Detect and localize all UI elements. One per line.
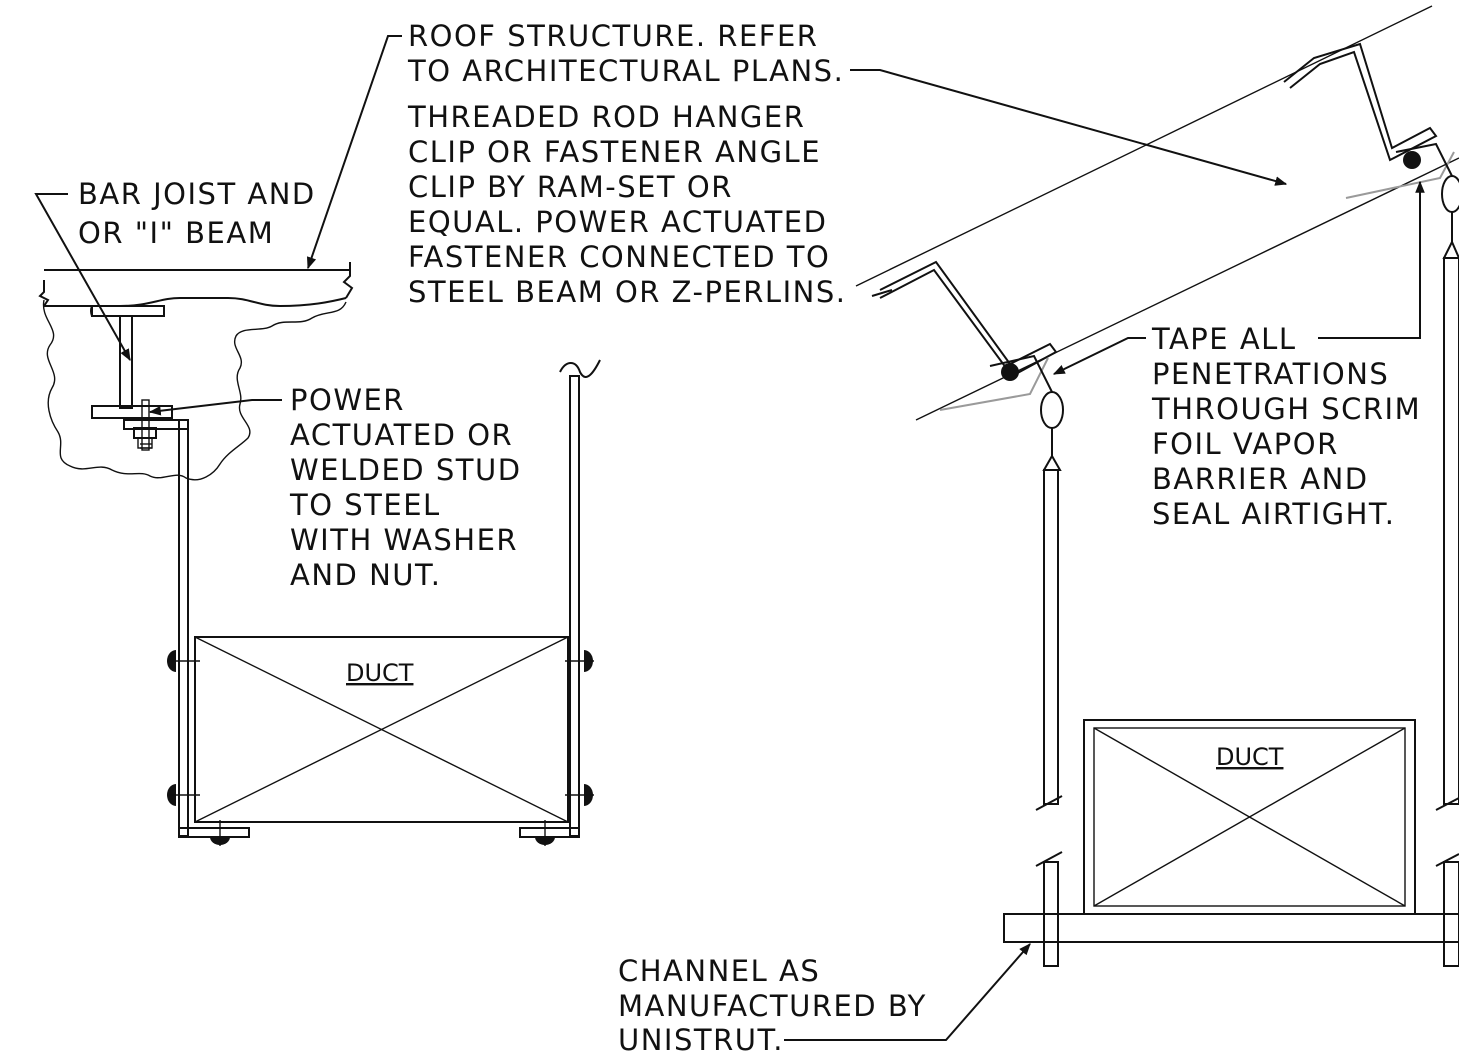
hanger-clip-upper	[1395, 142, 1453, 177]
note-hanger-clip: THREADED ROD HANGER CLIP OR FASTENER ANG…	[407, 100, 846, 309]
threaded-rod-left	[1035, 428, 1063, 967]
svg-text:SEAL AIRTIGHT.: SEAL AIRTIGHT.	[1152, 497, 1395, 531]
note-unistrut-channel: CHANNEL AS MANUFACTURED BY UNISTRUT.	[618, 954, 927, 1051]
roof-deck-slab	[38, 262, 354, 308]
fastener-leader	[871, 289, 893, 297]
note-roof-structure: ROOF STRUCTURE. REFER TO ARCHITECTURAL P…	[407, 19, 844, 88]
svg-text:EQUAL. POWER ACTUATED: EQUAL. POWER ACTUATED	[408, 205, 827, 239]
roof-structure-leader-right	[850, 69, 1288, 186]
right-duct	[1083, 719, 1416, 915]
svg-text:THROUGH SCRIM: THROUGH SCRIM	[1151, 392, 1421, 426]
svg-text:CLIP BY RAM-SET OR: CLIP BY RAM-SET OR	[408, 170, 733, 204]
svg-text:AND NUT.: AND NUT.	[290, 558, 442, 592]
structure-cloud-outline	[42, 299, 347, 481]
note-bar-joist: BAR JOIST AND OR "I" BEAM	[78, 177, 316, 250]
welded-stud-with-nut	[133, 399, 157, 451]
rod-eye-right	[1441, 175, 1459, 213]
support-strap	[123, 359, 601, 838]
svg-text:BARRIER AND: BARRIER AND	[1152, 462, 1369, 496]
bar-joist-leader	[34, 193, 131, 362]
svg-text:ROOF STRUCTURE. REFER: ROOF STRUCTURE. REFER	[408, 19, 818, 53]
svg-text:OR "I" BEAM: OR "I" BEAM	[78, 216, 274, 250]
i-beam	[90, 305, 173, 419]
rod-eye-left	[1040, 391, 1064, 429]
tape-leader-lower	[1052, 337, 1146, 375]
right-detail: DUCT	[784, 5, 1459, 1041]
hanger-clip-lower	[989, 354, 1053, 393]
svg-text:TO STEEL: TO STEEL	[289, 488, 441, 522]
svg-text:FASTENER CONNECTED TO: FASTENER CONNECTED TO	[408, 240, 830, 274]
z-purlin-upper	[1283, 42, 1438, 162]
unistrut-channel	[1003, 913, 1459, 943]
svg-text:THREADED ROD HANGER: THREADED ROD HANGER	[407, 100, 805, 134]
threaded-rod-right	[1435, 212, 1459, 967]
svg-text:FOIL VAPOR: FOIL VAPOR	[1152, 427, 1339, 461]
roof-top-line	[855, 5, 1433, 287]
svg-text:TAPE ALL: TAPE ALL	[1151, 322, 1296, 356]
svg-text:ACTUATED OR: ACTUATED OR	[290, 418, 513, 452]
z-purlin-lower	[879, 260, 1058, 378]
svg-text:CHANNEL AS: CHANNEL AS	[618, 954, 820, 988]
svg-text:BAR JOIST AND: BAR JOIST AND	[78, 177, 316, 211]
svg-text:PENETRATIONS: PENETRATIONS	[1152, 357, 1389, 391]
right-duct-label: DUCT	[1216, 743, 1284, 771]
channel-leader	[784, 943, 1031, 1041]
svg-text:UNISTRUT.: UNISTRUT.	[618, 1023, 784, 1051]
tape-leader-upper	[1318, 180, 1425, 339]
roof-structure-leader-left	[306, 35, 402, 270]
svg-text:STEEL BEAM OR Z-PERLINS.: STEEL BEAM OR Z-PERLINS.	[408, 275, 846, 309]
note-welded-stud: POWER ACTUATED OR WELDED STUD TO STEEL W…	[289, 383, 522, 592]
svg-text:CLIP OR FASTENER ANGLE: CLIP OR FASTENER ANGLE	[408, 135, 821, 169]
fastener-lower	[1001, 363, 1019, 381]
vapor-barrier-upper	[1345, 151, 1455, 199]
svg-text:WELDED STUD: WELDED STUD	[290, 453, 522, 487]
left-duct	[194, 636, 569, 823]
left-duct-label: DUCT	[346, 659, 414, 687]
fastener-upper	[1403, 151, 1421, 169]
note-tape-penetrations: TAPE ALL PENETRATIONS THROUGH SCRIM FOIL…	[1151, 322, 1421, 531]
svg-text:POWER: POWER	[290, 383, 405, 417]
left-detail: DUCT	[34, 35, 601, 846]
svg-text:TO ARCHITECTURAL PLANS.: TO ARCHITECTURAL PLANS.	[407, 54, 844, 88]
stud-leader	[148, 399, 282, 416]
svg-text:MANUFACTURED BY: MANUFACTURED BY	[618, 989, 927, 1023]
svg-text:WITH WASHER: WITH WASHER	[290, 523, 518, 557]
